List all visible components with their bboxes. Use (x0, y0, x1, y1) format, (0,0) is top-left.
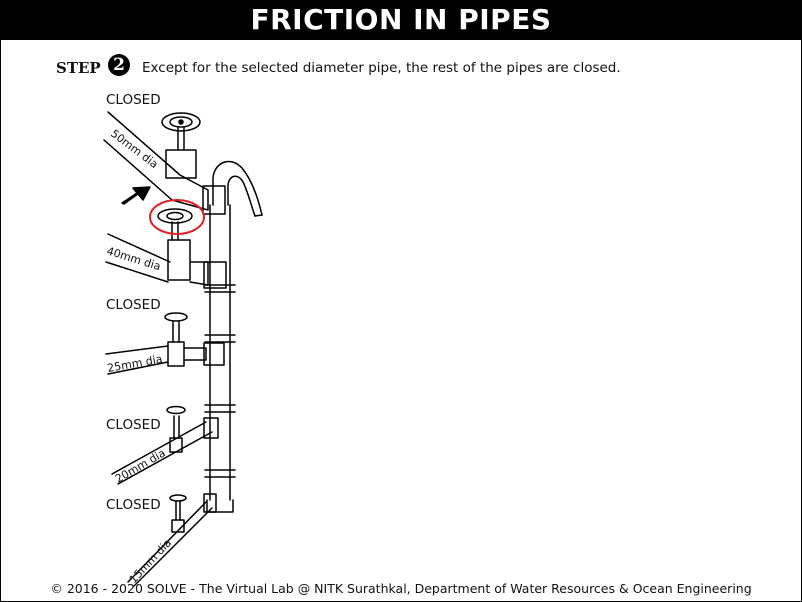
pipe-50mm (103, 111, 226, 215)
main-riser-pipe (204, 204, 236, 513)
step-instruction: Except for the selected diameter pipe, t… (142, 60, 621, 76)
pipe-diameter-label: 15mm dia (127, 536, 175, 586)
pipe-25mm (105, 312, 225, 375)
pipe-diameter-label: 40mm dia (105, 244, 162, 273)
pipe-20mm (111, 405, 219, 485)
footer-credits: © 2016 - 2020 SOLVE - The Virtual Lab @ … (50, 581, 752, 596)
valve-status-label: CLOSED (106, 92, 161, 108)
pipe-15mm (127, 493, 217, 587)
pipe-diameter-label: 50mm dia (108, 127, 160, 171)
selected-valve-highlight (149, 199, 205, 235)
pipe-diameter-label: 20mm dia (113, 446, 168, 485)
page-title: FRICTION IN PIPES (250, 3, 552, 36)
valve-status-label: CLOSED (106, 297, 161, 313)
valve-status-label: CLOSED (106, 417, 161, 433)
pointer-arrow-icon (121, 186, 151, 205)
step-label: STEP (56, 59, 101, 77)
pipe-40mm (105, 208, 227, 289)
valve-status-label: CLOSED (106, 497, 161, 513)
step-number-badge: 2 (108, 54, 130, 76)
pipe-diameter-label: 25mm dia (106, 352, 163, 374)
outlet-gooseneck (212, 160, 263, 217)
title-bar (0, 0, 802, 40)
